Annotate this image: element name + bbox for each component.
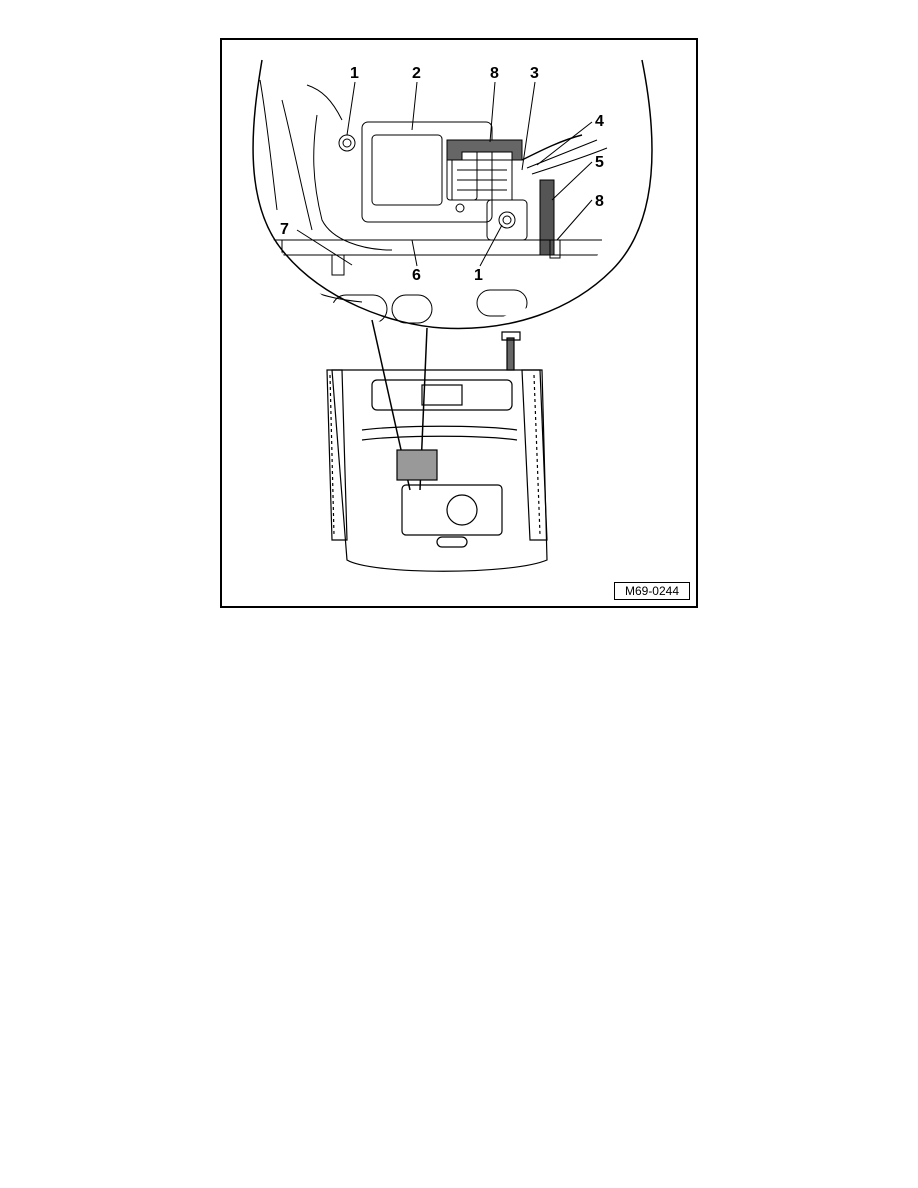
magnified-detail-view <box>252 59 653 491</box>
callout-6: 6 <box>412 267 421 284</box>
callout-3: 3 <box>530 65 539 82</box>
callout-labels: 1 2 8 3 4 5 8 7 6 1 <box>280 65 604 284</box>
control-module <box>361 121 493 223</box>
figure-frame: 1 2 8 3 4 5 8 7 6 1 <box>220 38 698 608</box>
callout-8-right: 8 <box>595 193 604 210</box>
callout-7: 7 <box>280 221 289 238</box>
callout-5: 5 <box>595 154 604 171</box>
callout-1-top: 1 <box>350 65 359 82</box>
seat-module-diagram: 1 2 8 3 4 5 8 7 6 1 <box>252 59 653 572</box>
detail-contents <box>259 79 608 324</box>
figure-reference-code: M69-0244 <box>614 582 690 600</box>
bolt-1-right <box>498 211 516 229</box>
callout-2: 2 <box>412 65 421 82</box>
callout-8-top: 8 <box>490 65 499 82</box>
callout-1-bottom: 1 <box>474 267 483 284</box>
seat-module-location <box>396 449 438 481</box>
leader-lines <box>296 81 593 267</box>
callout-4: 4 <box>595 113 604 130</box>
bolt-1-left <box>338 134 356 152</box>
seat-frame-overview <box>326 331 548 572</box>
